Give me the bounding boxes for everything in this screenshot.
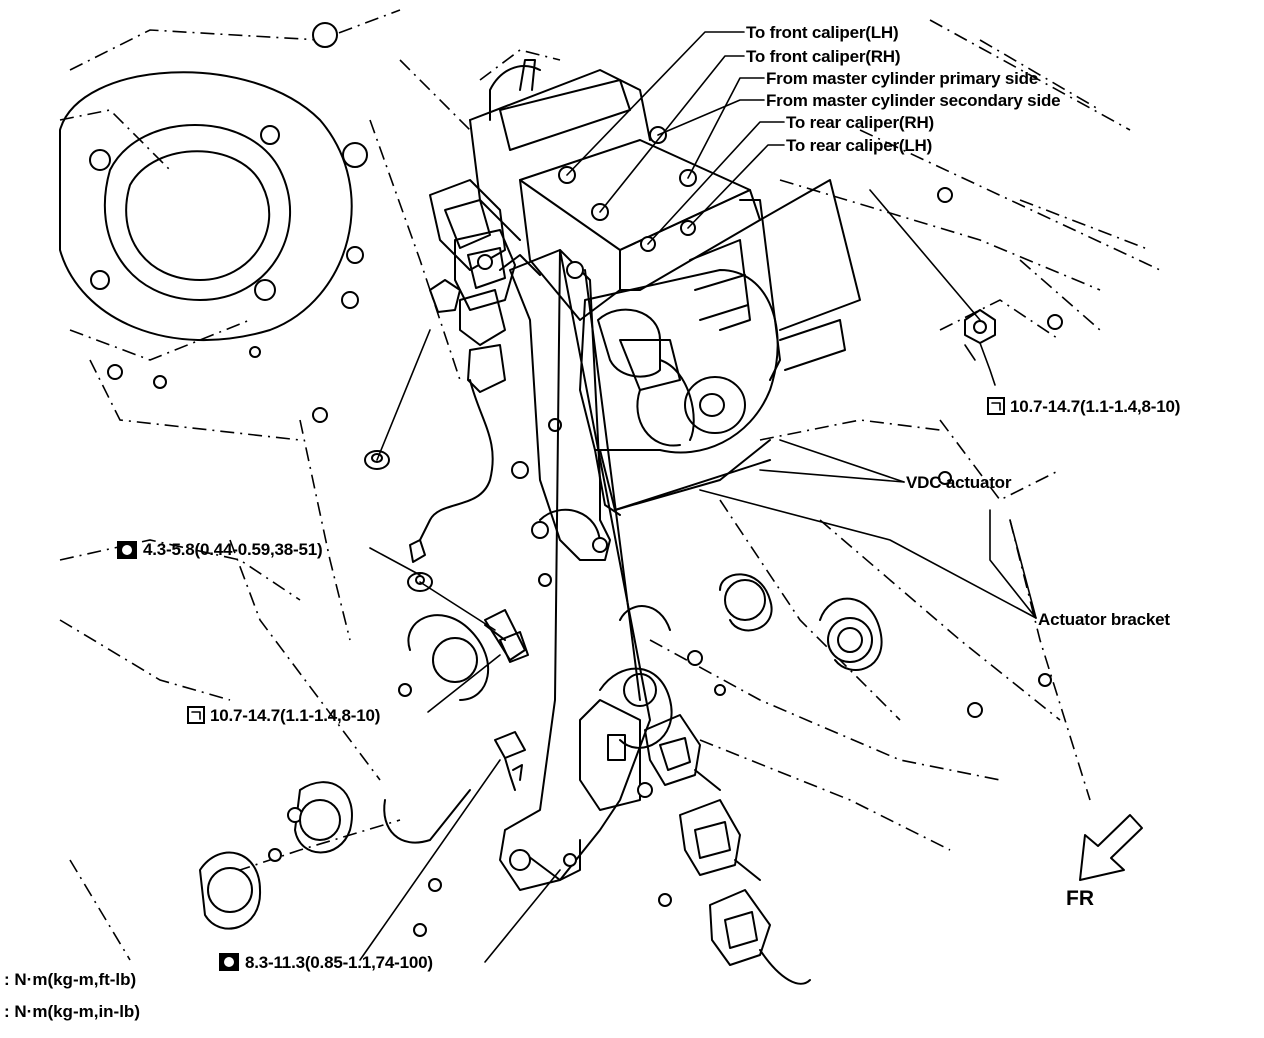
body-panel-outline xyxy=(59,9,1161,961)
callout-rear-caliper-lh: To rear caliper(LH) xyxy=(786,136,932,155)
callout-front-caliper-rh: To front caliper(RH) xyxy=(746,47,900,66)
callout-front-caliper-lh: To front caliper(LH) xyxy=(746,23,898,42)
legend-in-lb: : N·m(kg-m,in-lb) xyxy=(4,1002,140,1022)
bracket-wrench-icon-mark xyxy=(191,711,201,720)
callout-vdc-actuator: VDC actuator xyxy=(906,473,1012,492)
right-nut xyxy=(964,309,996,386)
torque-value-right-nut: 10.7-14.7(1.1-1.4,8-10) xyxy=(1010,397,1180,416)
torque-spec-bracket-lower: 8.3-11.3(0.85-1.1,74-100) xyxy=(219,953,433,972)
torque-value-bracket-bolt: 10.7-14.7(1.1-1.4,8-10) xyxy=(210,706,380,725)
torque-value-ground-bolt: 4.3-5.8(0.44-0.59,38-51) xyxy=(143,540,323,559)
legend-ft-lb-text: : N·m(kg-m,ft-lb) xyxy=(4,970,137,989)
torque-value-bracket-lower: 8.3-11.3(0.85-1.1,74-100) xyxy=(245,953,433,972)
torque-spec-ground-bolt: 4.3-5.8(0.44-0.59,38-51) xyxy=(117,540,323,559)
callout-master-secondary: From master cylinder secondary side xyxy=(766,91,1060,110)
bracket-wrench-icon-mark xyxy=(991,402,1001,411)
bracket-wrench-icon xyxy=(987,397,1005,415)
callout-rear-caliper-rh: To rear caliper(RH) xyxy=(786,113,934,132)
actuator-bracket xyxy=(499,179,861,891)
ground-bolt xyxy=(364,450,433,592)
torque-spec-bracket-bolt: 10.7-14.7(1.1-1.4,8-10) xyxy=(187,706,380,725)
legend-in-lb-text: : N·m(kg-m,in-lb) xyxy=(4,1002,140,1021)
filled-square-wrench-icon-mark xyxy=(224,957,234,967)
legend-ft-lb: : N·m(kg-m,ft-lb) xyxy=(4,970,136,990)
front-direction-arrow xyxy=(1079,814,1143,881)
pipe-connectors xyxy=(644,714,811,985)
lower-body-panel xyxy=(199,187,1063,937)
torque-spec-right-nut: 10.7-14.7(1.1-1.4,8-10) xyxy=(987,397,1180,416)
harness-connectors xyxy=(419,179,541,541)
bracket-wrench-icon xyxy=(187,706,205,724)
front-arrow-label: FR xyxy=(1066,887,1094,910)
strut-tower xyxy=(59,22,368,423)
filled-square-wrench-icon-mark xyxy=(122,545,132,555)
leader-lines xyxy=(359,31,1037,963)
bracket-bolt xyxy=(484,609,529,663)
lower-bolt xyxy=(494,731,526,791)
callout-actuator-bracket: Actuator bracket xyxy=(1038,610,1170,629)
callout-master-primary: From master cylinder primary side xyxy=(766,69,1038,88)
